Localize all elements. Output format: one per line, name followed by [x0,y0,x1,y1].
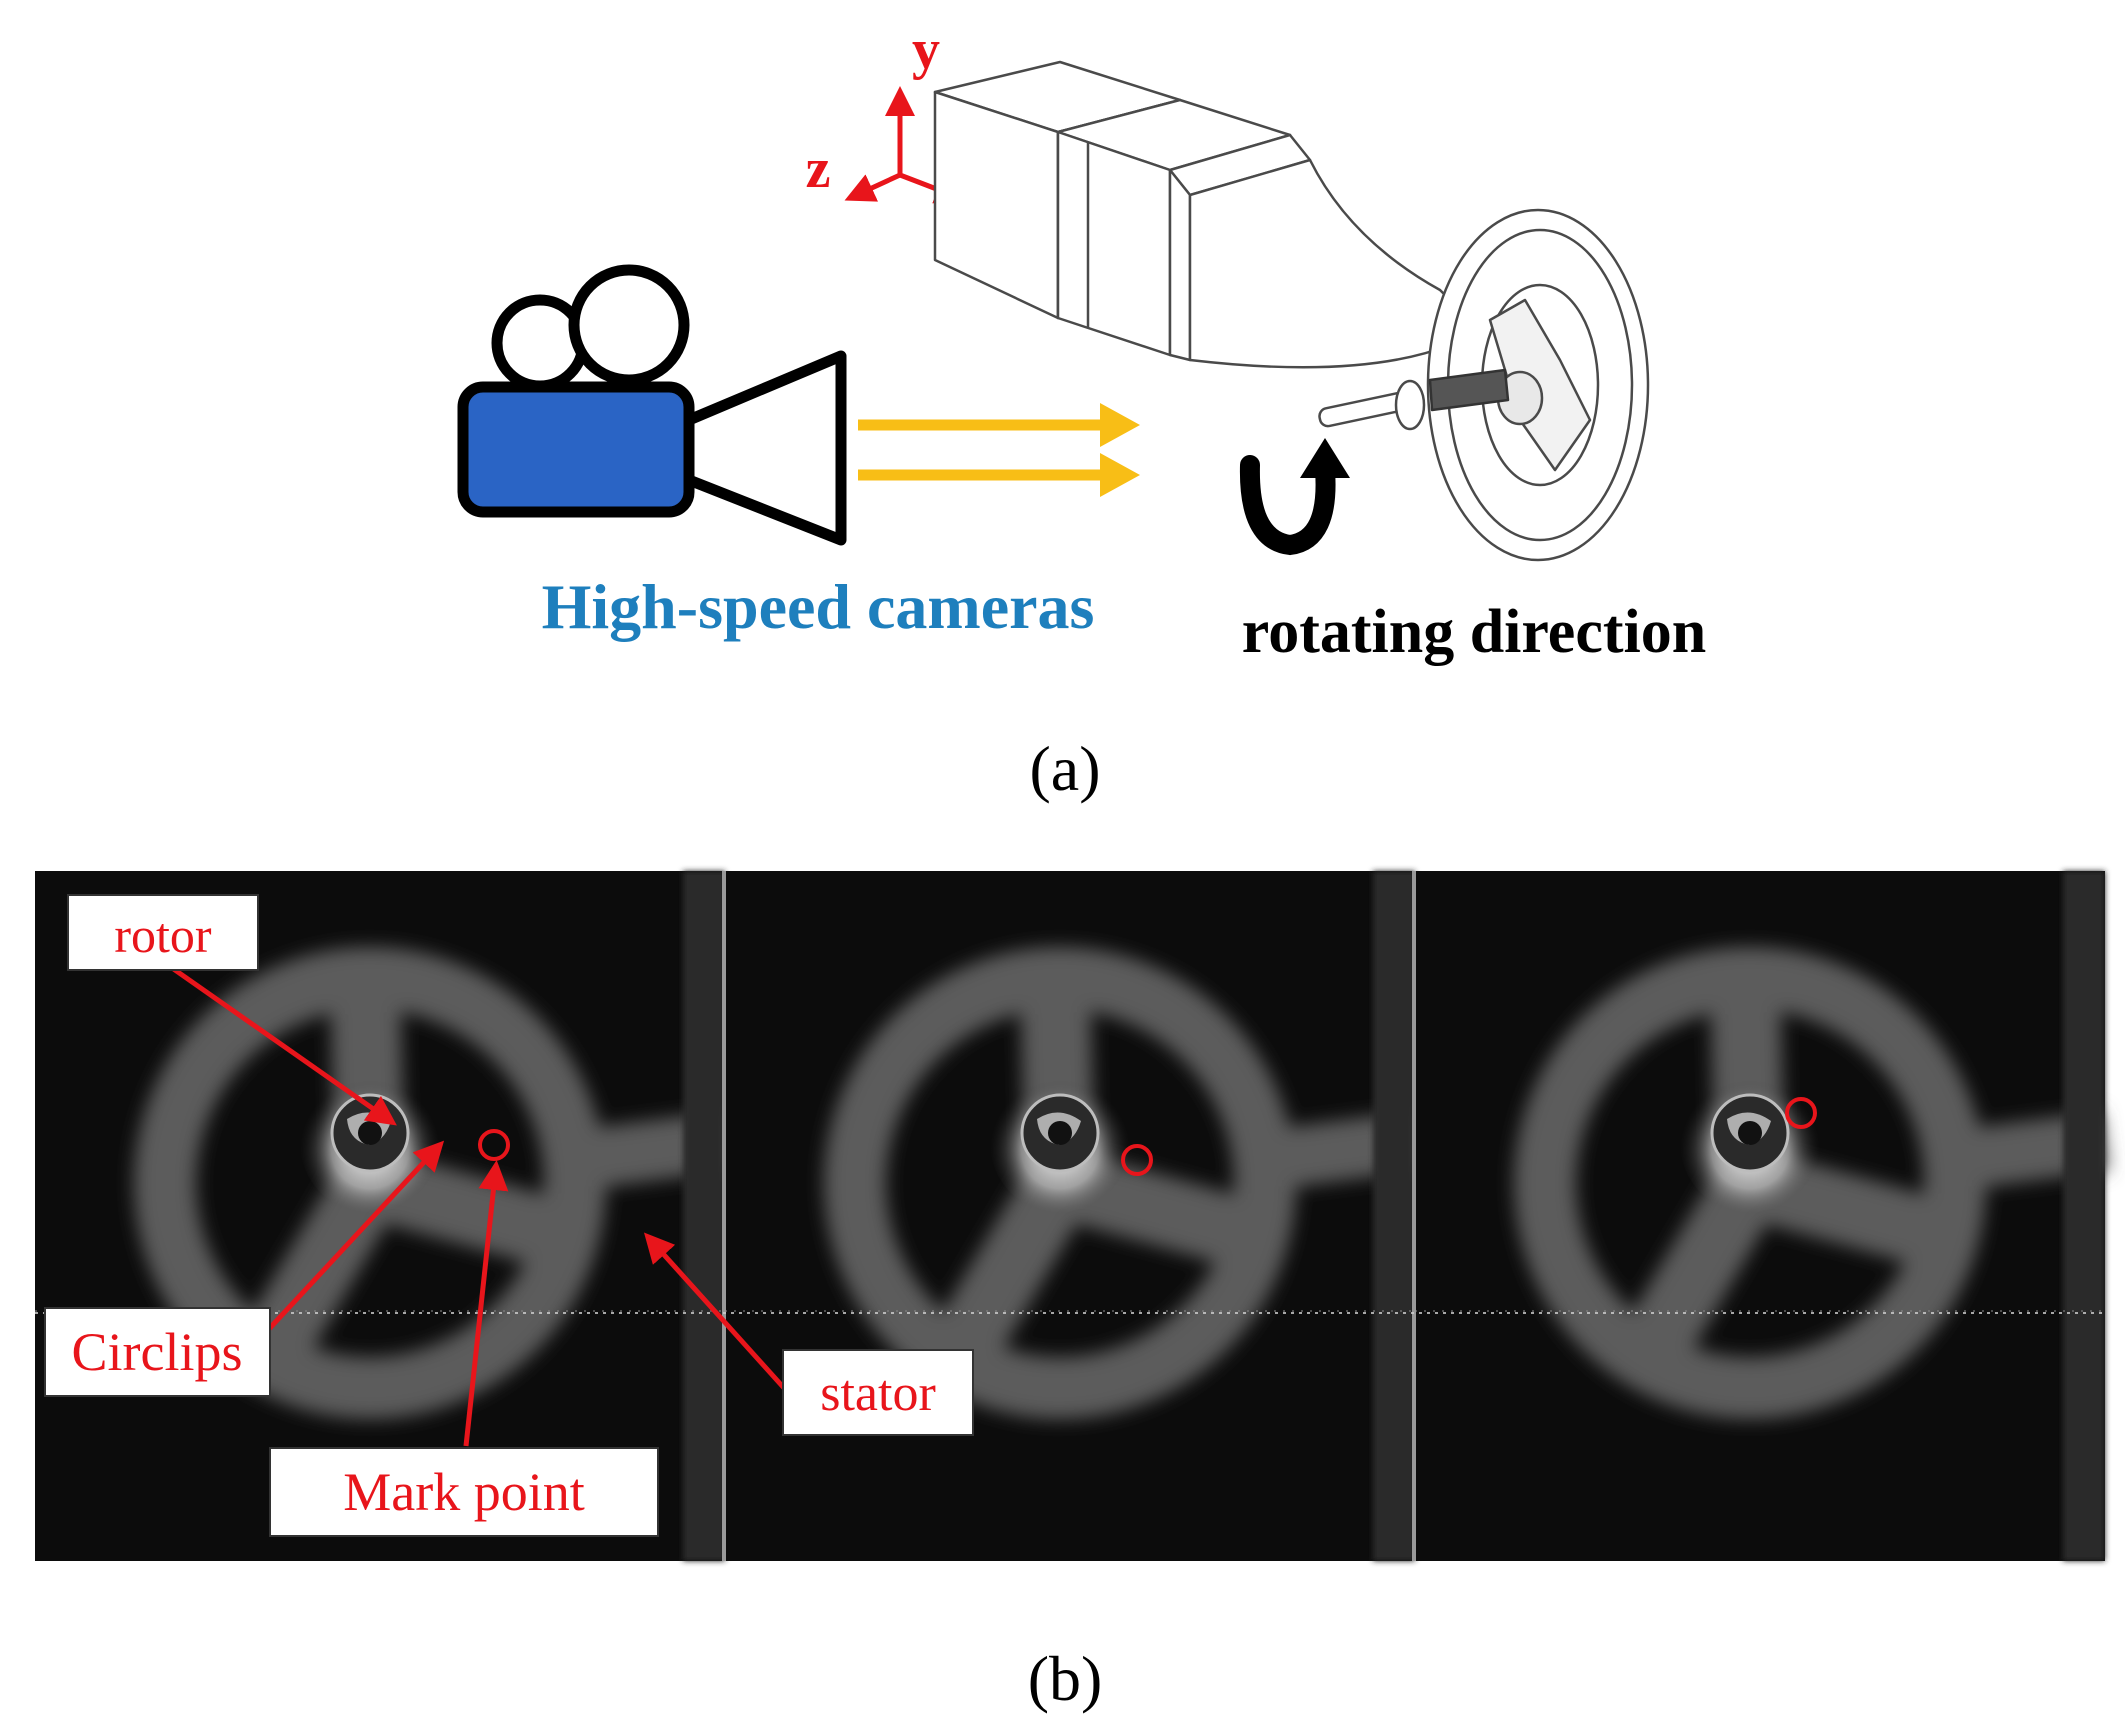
rotor-shaft [1318,368,1510,431]
mark-point-callout: Mark point [269,1447,659,1537]
circlips-arrow [266,1140,445,1332]
camera-label: High-speed cameras [542,571,1095,642]
y-axis-label: y [912,19,940,81]
circlips-callout: Circlips [44,1307,271,1397]
frame-strip [35,871,2105,1561]
rotor-arrow [163,960,397,1126]
mark-point-arrow [463,1160,509,1447]
mark-point-circle [1785,1097,1817,1129]
frame-divider [1412,871,1416,1561]
caption-b: (b) [1028,1643,1103,1714]
z-axis-label: z [806,138,831,200]
frame-3 [1415,871,2105,1561]
stator-callout: stator [782,1349,974,1436]
mark-point-circle [478,1129,510,1161]
rotor-label: rotor [114,907,212,963]
mark-point-circle [1121,1144,1153,1176]
z-axis-arrow [844,172,902,202]
frame-2 [725,871,1415,1561]
rotation-label: rotating direction [1242,598,1706,666]
rotation-direction-icon [1239,438,1350,556]
light-beam-arrows [858,403,1140,497]
stator-arrow [643,1232,786,1390]
rotor-callout: rotor [67,894,259,971]
wind-tunnel-drawing [933,60,1650,562]
camera-icon [457,264,847,546]
mark-point-label: Mark point [343,1462,584,1522]
circlips-label: Circlips [72,1322,243,1382]
caption-a: (a) [1029,733,1100,804]
frame-divider [722,871,726,1561]
annotation-arrows [163,960,786,1447]
stator-label: stator [820,1365,936,1422]
wheel-stator [1426,208,1650,562]
